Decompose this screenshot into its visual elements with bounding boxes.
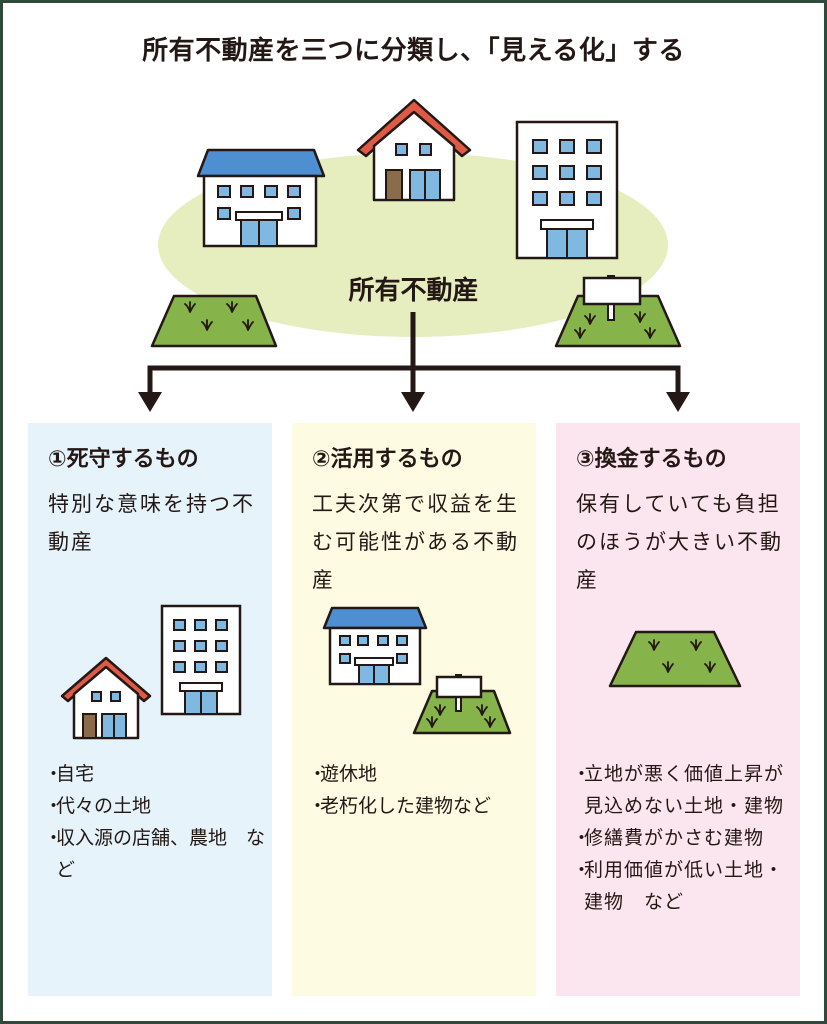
list-item: ・利用価値が低い土地・建物 など [572,859,785,913]
category-description: 特別な意味を持つ不動産 [48,492,255,554]
category-heading: ①死守するもの [48,447,199,472]
land-plot-icon [150,294,278,348]
vacant-lot-sign-icon [554,275,682,348]
list-item: ・代々の土地 [44,795,152,817]
arrow-heads [138,392,690,412]
arrow-down-icon [138,392,162,412]
category-liquidate: ③換金するもの 保有していても負担のほうが大きい不動産 ・立地が悪く価値上昇が見… [556,423,800,996]
list-item: ・自宅 [44,763,95,785]
category-item-list: ・自宅 ・代々の土地 ・収入源の店舗、農地 など [44,758,266,886]
category-heading: ②活用するもの [312,447,463,472]
category-defend: ①死守するもの 特別な意味を持つ不動産 ・自宅 ・代々の土地 ・収入源の店舗、農… [28,423,272,996]
list-item: ・立地が悪く価値上昇が見込めない土地・建物 [572,763,785,817]
category-utilize: ②活用するもの 工夫次第で収益を生む可能性がある不動産 ・遊休地 ・老朽化した建… [292,423,536,996]
category-description: 保有していても負担のほうが大きい不動産 [576,492,783,592]
list-item: ・老朽化した建物など [308,795,492,817]
arrow-down-icon [666,392,690,412]
office-building-icon [515,120,619,260]
category-item-list: ・立地が悪く価値上昇が見込めない土地・建物 ・修繕費がかさむ建物 ・利用価値が低… [572,758,794,918]
hub-label: 所有不動産 [348,276,479,306]
list-item: ・修繕費がかさむ建物 [572,827,765,849]
category-item-list: ・遊休地 ・老朽化した建物など [308,758,530,822]
category-heading: ③換金するもの [576,447,727,472]
house-icon [356,98,472,202]
list-item: ・収入源の店舗、農地 など [44,827,266,881]
apartment-icon [196,148,326,248]
list-item: ・遊休地 [308,763,378,785]
diagram-title: 所有不動産を三つに分類し、「見える化」する [142,36,685,66]
branch-connector [147,312,681,398]
category-description: 工夫次第で収益を生む可能性がある不動産 [312,492,519,592]
arrow-down-icon [401,392,425,412]
